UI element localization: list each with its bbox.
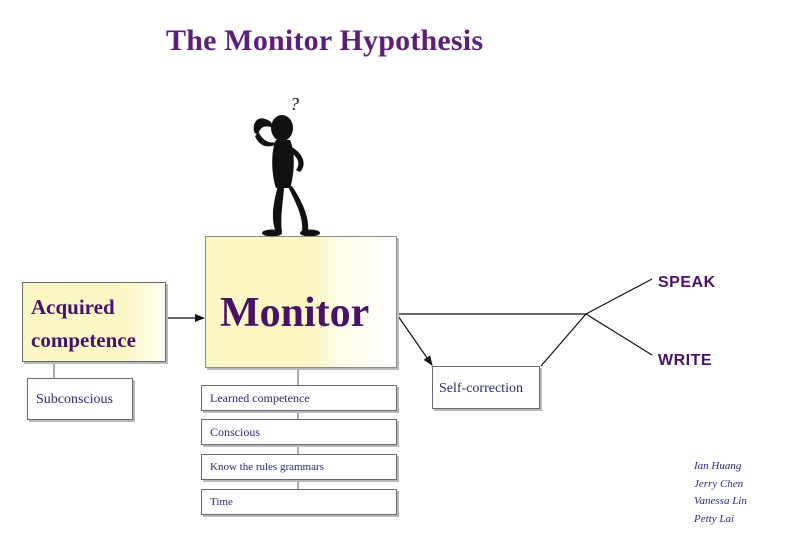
credit-name: Vanessa Lin — [694, 495, 747, 507]
page-title: The Monitor Hypothesis — [166, 24, 484, 57]
write-label: WRITE — [658, 352, 713, 369]
credits-list: Ian Huang Jerry Chen Vanessa Lin Petty L… — [694, 458, 747, 528]
acquired-label-line2: competence — [31, 328, 136, 352]
thinking-person-icon: ? — [253, 94, 320, 237]
line-self-correction-up — [540, 313, 587, 367]
acquired-competence-box: Acquired competence — [22, 282, 166, 362]
monitor-label: Monitor — [220, 290, 370, 336]
self-correction-box: Self-correction — [432, 366, 540, 409]
acquired-label-line1: Acquired — [31, 295, 115, 319]
credit-name: Petty Lai — [694, 512, 735, 525]
learned-competence-box: Learned competence — [201, 385, 397, 411]
credit-name: Ian Huang — [694, 460, 742, 472]
speak-label: SPEAK — [658, 274, 716, 291]
monitor-box: Monitor — [205, 236, 397, 368]
line-to-speak — [585, 278, 653, 315]
credit-name: Jerry Chen — [694, 477, 744, 490]
conscious-box: Conscious — [201, 419, 397, 445]
line-to-write — [585, 313, 653, 356]
subconscious-box: Subconscious — [27, 378, 133, 420]
question-mark-symbol: ? — [290, 94, 299, 114]
time-box: Time — [201, 489, 397, 515]
know-rules-box: Know the rules grammars — [201, 454, 397, 480]
arrow-to-self-correction — [397, 315, 433, 366]
